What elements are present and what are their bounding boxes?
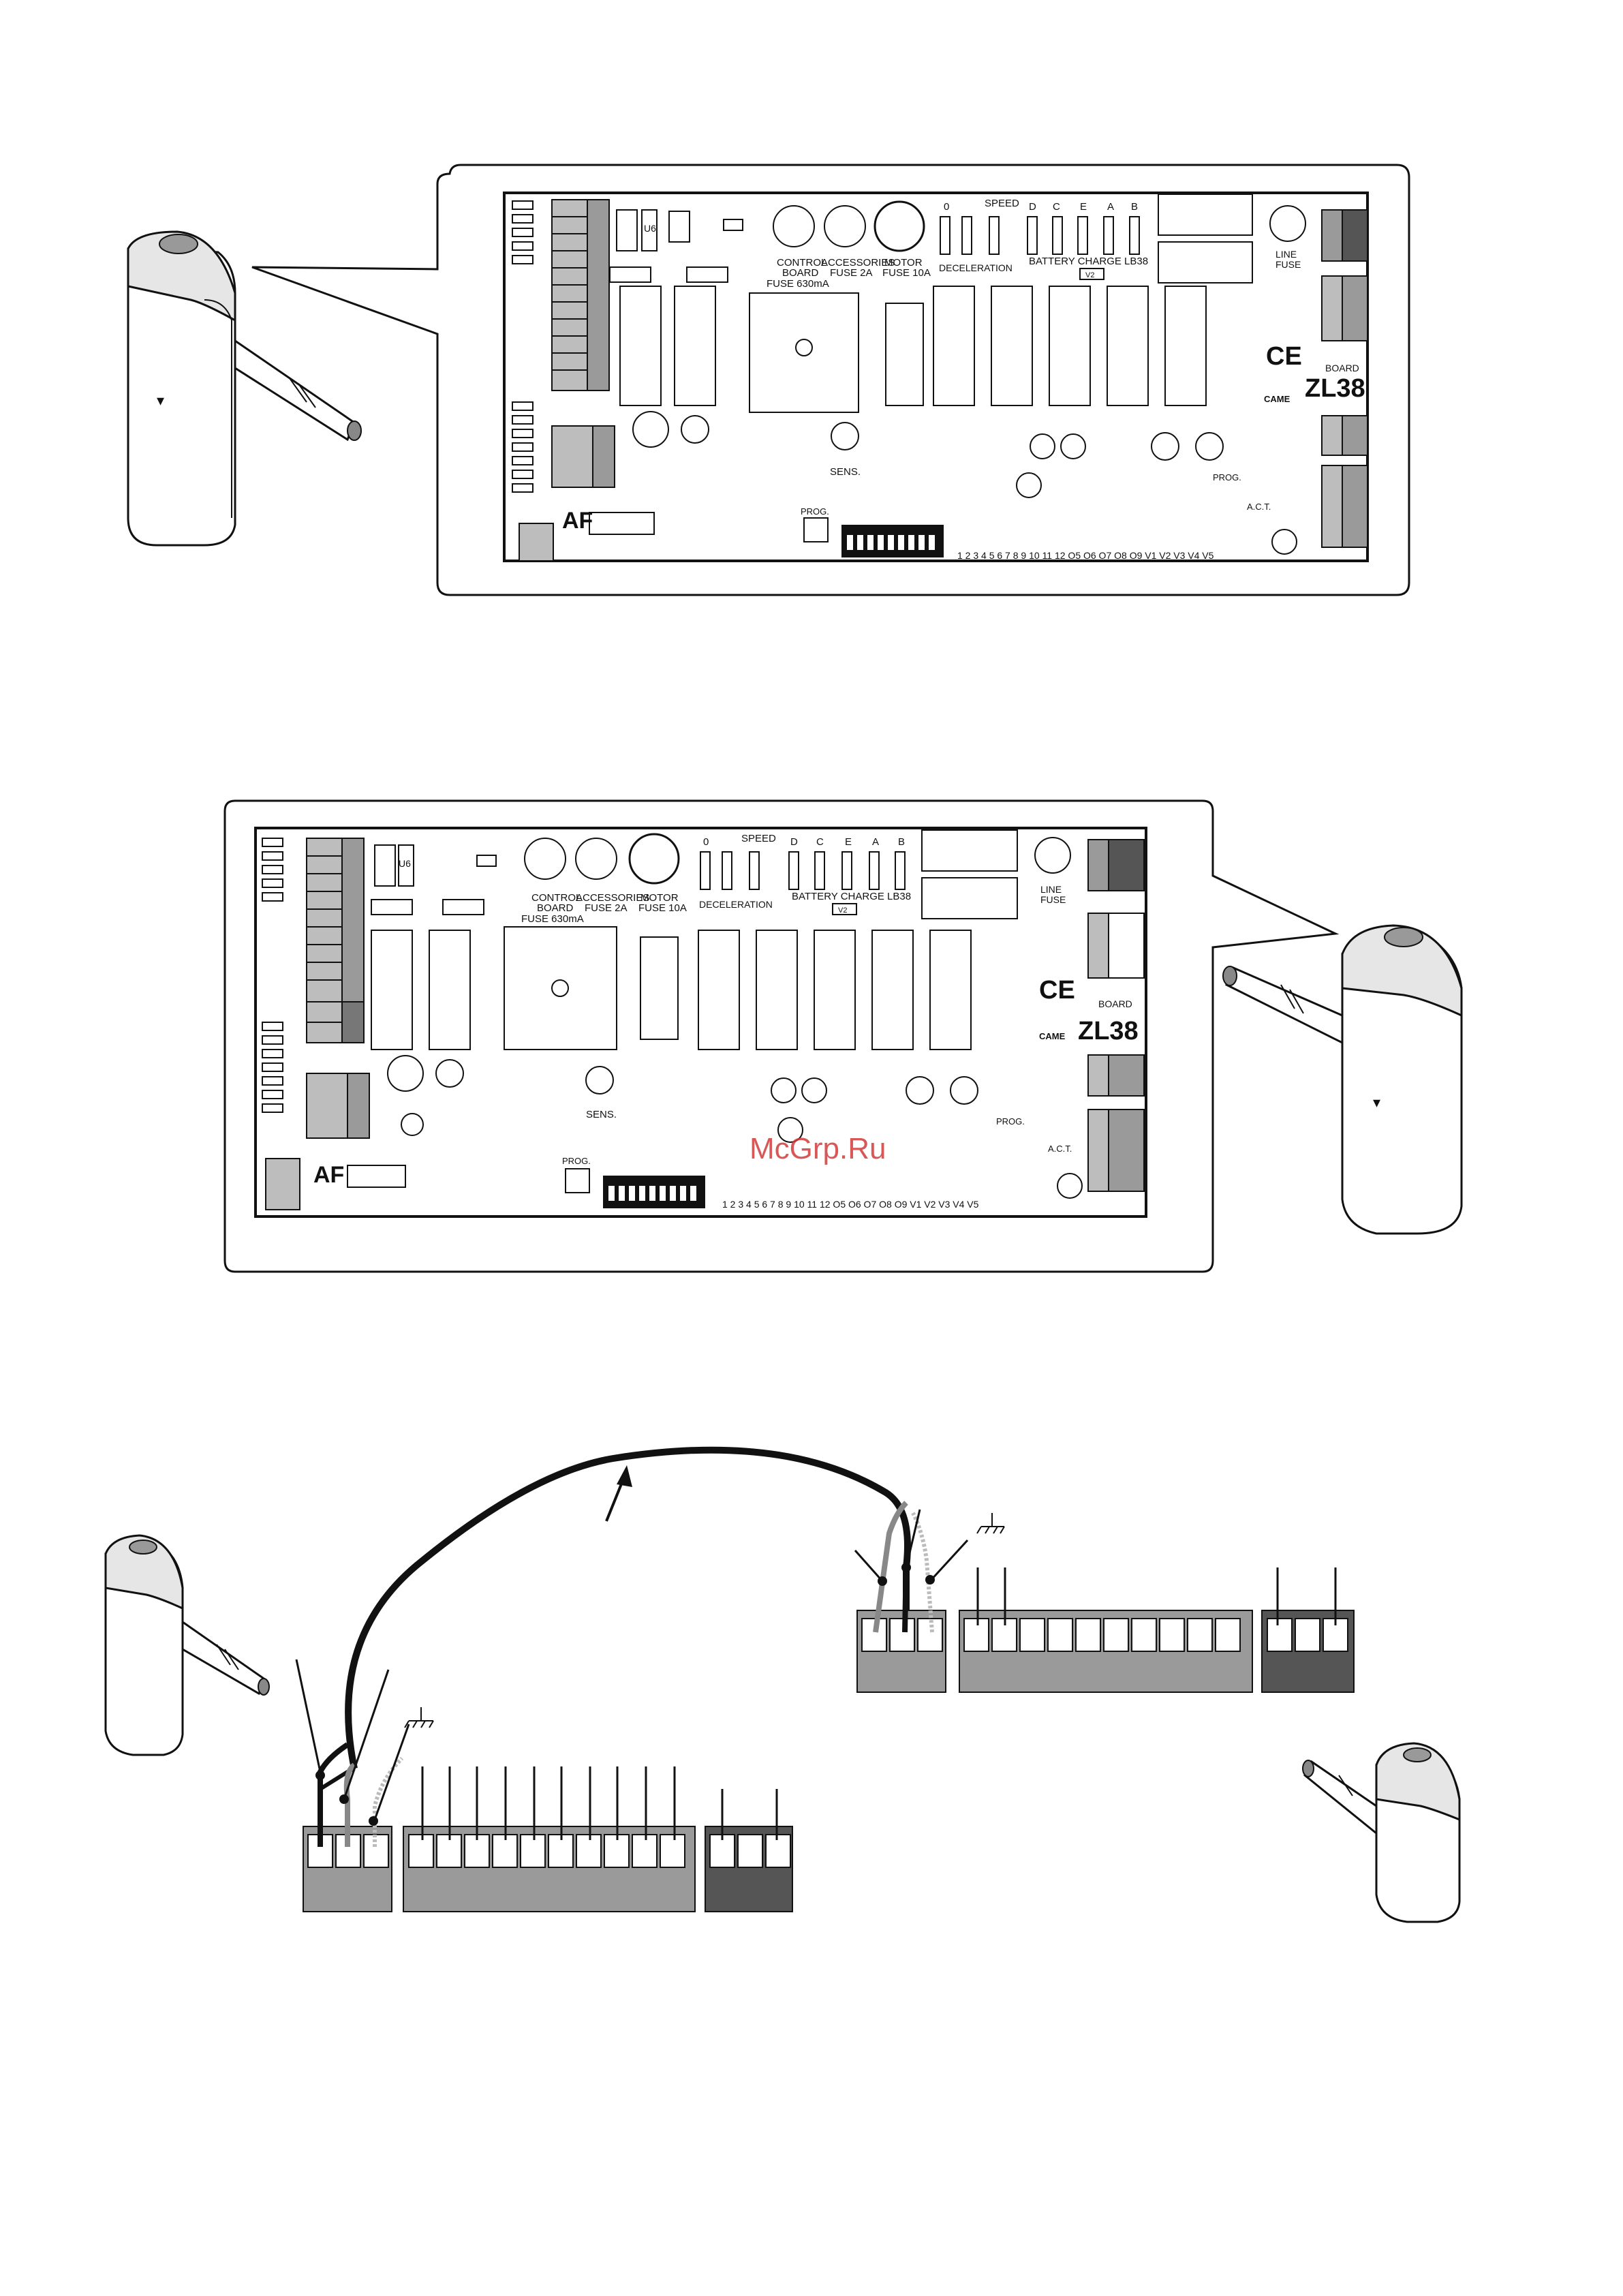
terminal-numbers: 1 2 3 4 5 6 7 8 9 10 11 12 O5 O6 O7 O8 O…: [957, 550, 1214, 561]
jumper-label: D: [1029, 201, 1036, 213]
fuse-label: CONTROL: [531, 892, 581, 904]
jumper-label: C: [816, 836, 824, 848]
brand-logo: CAME: [1264, 394, 1290, 404]
terminal-numbers: 1 2 3 4 5 6 7 8 9 10 11 12 O5 O6 O7 O8 O…: [722, 1199, 979, 1210]
jumper-label: E: [845, 836, 852, 848]
battery-charge-label: BATTERY CHARGE LB38: [792, 891, 911, 902]
speed-label: SPEED: [741, 833, 776, 844]
v2-tag: V2: [1085, 271, 1094, 279]
gate-cabinet-icon: [1375, 1742, 1461, 1923]
u6-label: U6: [644, 223, 656, 234]
deceleration-label: DECELERATION: [939, 262, 1013, 273]
svg-text:▾: ▾: [1373, 1094, 1380, 1111]
fuse-label: FUSE: [1040, 894, 1066, 905]
fuse-label: BOARD: [782, 267, 819, 279]
brand-logo: CAME: [1039, 1031, 1066, 1041]
watermark: McGrp.Ru: [749, 1132, 886, 1165]
jumper-label: E: [1080, 201, 1087, 213]
prog-label: PROG.: [1213, 472, 1241, 483]
barrier-boom-icon: [234, 339, 362, 442]
barrier-boom-icon: [1222, 966, 1344, 1045]
jumper-label: C: [1053, 201, 1060, 213]
ce-mark: CE: [1266, 342, 1302, 371]
jumper-label: D: [790, 836, 798, 848]
board-word: BOARD: [1325, 363, 1359, 373]
fuse-label: FUSE 630mA: [767, 278, 829, 290]
speed-label: SPEED: [985, 198, 1019, 209]
svg-text:▾: ▾: [157, 392, 164, 409]
jumper-row: 0 SPEED D C E A B DECELERATION BATTERY C…: [939, 198, 1148, 280]
fuse-label: FUSE 10A: [638, 902, 687, 914]
fuse-label: BOARD: [537, 902, 574, 914]
terminal-block-left: [295, 1659, 793, 1912]
gate-cabinet-icon: [104, 1534, 184, 1756]
v2-tag: V2: [838, 906, 847, 915]
af-label: AF: [562, 508, 593, 534]
jumper-label: 0: [703, 836, 709, 848]
cable-arrow-icon: [605, 1465, 632, 1522]
fuse-label: ACCESSORIES: [576, 892, 649, 904]
barrier-boom-icon: [1302, 1760, 1378, 1836]
act-label: A.C.T.: [1247, 502, 1271, 512]
terminal-block-right: [854, 1501, 1355, 1693]
gate-cabinet-icon: ▾: [1341, 924, 1463, 1235]
earth-ground-icon: [976, 1513, 1005, 1534]
control-board-top: AF U6 CONTROL BOARD FUSE 630mA ACCESSORI…: [503, 192, 1369, 562]
connecting-cable: [345, 1446, 911, 1770]
fuse-label: FUSE 10A: [882, 267, 931, 279]
jumper-label: 0: [944, 201, 949, 213]
model-label: ZL38: [1305, 374, 1365, 403]
prog-label: PROG.: [562, 1156, 591, 1166]
prog-label: PROG.: [801, 506, 829, 517]
sens-label: SENS.: [586, 1109, 617, 1120]
fuse-label: FUSE 2A: [830, 267, 873, 279]
jumper-label: B: [1131, 201, 1138, 213]
fuse-label: FUSE 630mA: [521, 913, 584, 925]
control-board-middle: AF U6 CONTROL BOARD FUSE 630mA ACCESSORI…: [254, 827, 1147, 1218]
af-label: AF: [313, 1162, 344, 1188]
ce-mark: CE: [1039, 976, 1075, 1005]
jumper-label: A: [1107, 201, 1114, 213]
act-label: A.C.T.: [1048, 1144, 1072, 1154]
model-label: ZL38: [1078, 1017, 1139, 1045]
prog-label: PROG.: [996, 1116, 1025, 1127]
u6-label: U6: [399, 858, 411, 869]
battery-charge-label: BATTERY CHARGE LB38: [1029, 256, 1148, 267]
fuse-label: FUSE: [1276, 259, 1301, 270]
deceleration-label: DECELERATION: [699, 899, 773, 910]
board-word: BOARD: [1098, 998, 1132, 1009]
barrier-boom-icon: [181, 1620, 270, 1696]
fuse-label: MOTOR: [640, 892, 679, 904]
jumper-label: B: [898, 836, 905, 848]
fuse-label: LINE: [1276, 249, 1297, 260]
fuse-label: FUSE 2A: [585, 902, 628, 914]
fuse-label: ACCESSORIES: [821, 257, 895, 269]
earth-ground-icon: [404, 1707, 434, 1728]
fuse-label: LINE: [1040, 884, 1062, 895]
sens-label: SENS.: [830, 466, 861, 478]
fuse-label: CONTROL: [777, 257, 826, 269]
gate-cabinet-icon: ▾: [127, 230, 236, 547]
fuse-label: MOTOR: [884, 257, 923, 269]
jumper-label: A: [872, 836, 879, 848]
